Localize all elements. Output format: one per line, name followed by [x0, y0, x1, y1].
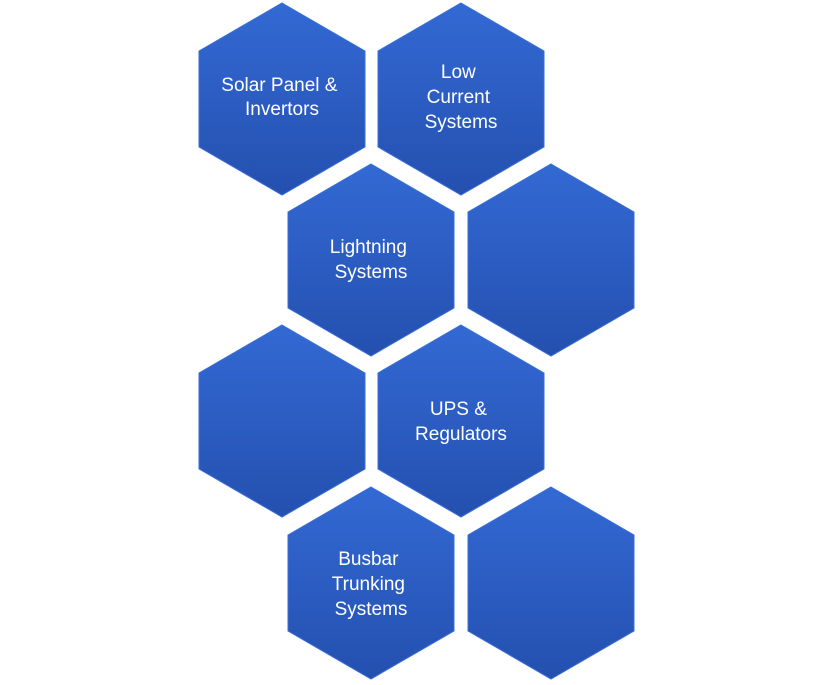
hexagon-label: Busbar Trunking Systems [332, 549, 411, 620]
hexagon-solar-panel: Solar Panel & Invertors [198, 2, 366, 196]
hexagon-empty-left-3 [198, 324, 366, 518]
hexagon-lightning: Lightning Systems [287, 163, 455, 357]
hexagon-label: Low Current Systems [425, 62, 498, 133]
hexagon-label: Lightning Systems [330, 237, 412, 283]
hexagon-shape [198, 2, 366, 196]
hexagon-shape [198, 324, 366, 518]
hexagon-empty-right-4 [467, 486, 635, 680]
hexagon-empty-right-2 [467, 163, 635, 357]
hexagon-low-current: Low Current Systems [377, 2, 545, 196]
hexagon-label: UPS & Regulators [415, 399, 507, 445]
hexagon-shape [287, 163, 455, 357]
hexagon-label: Solar Panel & Invertors [221, 75, 342, 120]
hexagon-shape [377, 324, 545, 518]
hexagon-busbar: Busbar Trunking Systems [287, 486, 455, 680]
hexagon-shape [467, 486, 635, 680]
hexagon-shape [467, 163, 635, 357]
hexagon-shape [377, 2, 545, 196]
hexagon-shape [287, 486, 455, 680]
hexagon-ups: UPS & Regulators [377, 324, 545, 518]
